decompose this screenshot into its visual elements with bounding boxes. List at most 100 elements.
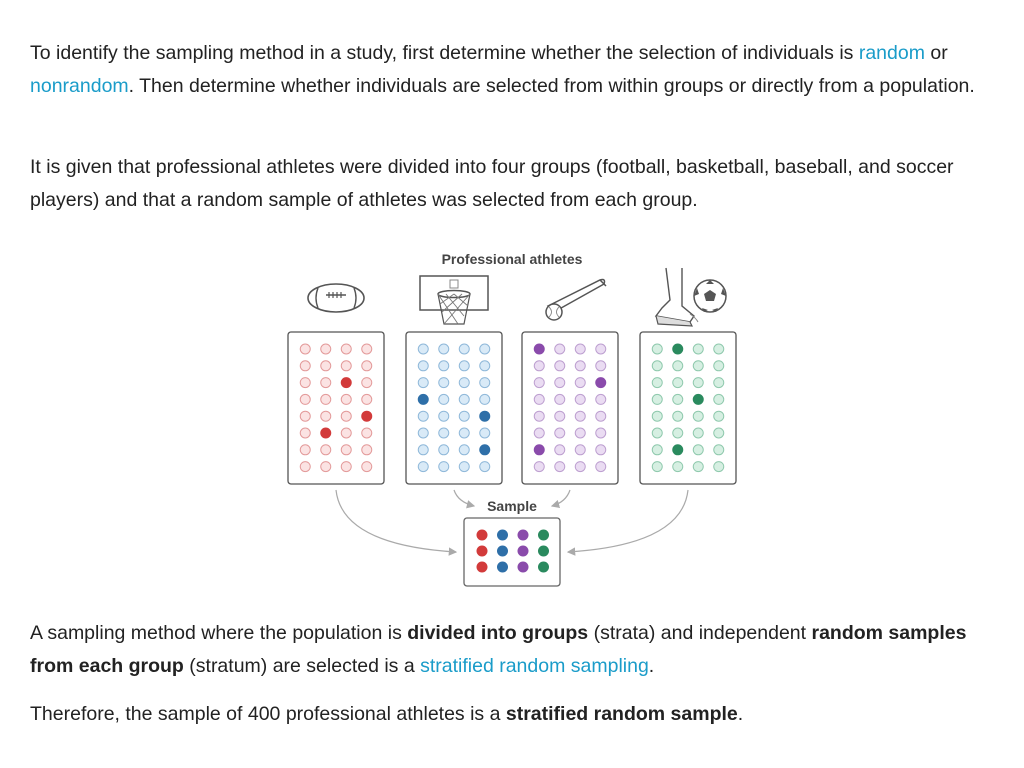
arrow-football [335, 489, 458, 556]
selected-dot-baseball [533, 343, 545, 355]
population-dot-soccer [651, 343, 663, 355]
group-box-football [287, 331, 385, 485]
population-dot-basketball [417, 377, 429, 389]
population-dot-football [361, 444, 373, 456]
population-dot-basketball [438, 343, 450, 355]
population-dot-football [340, 343, 352, 355]
population-dot-soccer [651, 393, 663, 405]
population-dot-basketball [417, 410, 429, 422]
population-dot-football [299, 393, 311, 405]
population-dot-baseball [554, 427, 566, 439]
definition-paragraph: A sampling method where the population i… [30, 617, 1000, 683]
population-dot-baseball [574, 444, 586, 456]
population-dot-basketball [458, 360, 470, 372]
given-paragraph: It is given that professional athletes w… [30, 156, 954, 211]
baseball-bat-icon [545, 278, 607, 321]
population-dot-football [361, 360, 373, 372]
population-dot-soccer [713, 377, 725, 389]
sample-dot-soccer [538, 561, 549, 573]
population-dot-basketball [458, 410, 470, 422]
population-dot-baseball [533, 393, 545, 405]
population-dot-football [320, 343, 332, 355]
population-dot-basketball [458, 377, 470, 389]
population-dot-soccer [692, 410, 704, 422]
def-text-d: (stratum) are selected is a [183, 655, 421, 677]
population-dot-baseball [595, 343, 607, 355]
conclusion-bold: stratified random sample [505, 703, 738, 725]
sample-dot-baseball [517, 561, 529, 573]
population-dot-basketball [438, 410, 450, 422]
population-dot-football [320, 360, 332, 372]
population-dot-basketball [479, 393, 491, 405]
population-dot-football [361, 343, 373, 355]
population-dot-football [299, 410, 311, 422]
population-dot-basketball [458, 427, 470, 439]
population-dot-baseball [595, 393, 607, 405]
arrow-basketball [453, 489, 476, 509]
intro-paragraph: To identify the sampling method in a stu… [30, 37, 1000, 103]
population-dot-soccer [672, 461, 684, 473]
population-dot-basketball [438, 444, 450, 456]
population-dot-baseball [554, 343, 566, 355]
population-dot-basketball [458, 461, 470, 473]
population-dot-baseball [533, 461, 545, 473]
football-icon [307, 283, 365, 313]
population-dot-soccer [692, 360, 704, 372]
population-dot-football [361, 461, 373, 473]
population-dot-baseball [533, 377, 545, 389]
population-dot-football [340, 360, 352, 372]
population-dot-baseball [595, 427, 607, 439]
population-dot-soccer [692, 427, 704, 439]
population-dot-baseball [533, 427, 545, 439]
selected-dot-football [320, 427, 332, 439]
population-dot-soccer [713, 360, 725, 372]
sample-dot-basketball [497, 561, 508, 573]
nonrandom-link[interactable]: nonrandom [30, 75, 129, 97]
population-dot-football [299, 444, 311, 456]
selected-dot-football [340, 377, 352, 389]
population-dot-basketball [458, 343, 470, 355]
population-dot-basketball [479, 377, 491, 389]
population-dot-football [299, 343, 311, 355]
population-dot-basketball [438, 360, 450, 372]
population-dot-basketball [417, 343, 429, 355]
sample-dot-football [476, 561, 488, 573]
population-dot-soccer [672, 427, 684, 439]
selected-dot-basketball [417, 393, 429, 405]
population-dot-soccer [651, 360, 663, 372]
population-dot-baseball [595, 444, 607, 456]
population-dot-football [299, 360, 311, 372]
def-bold-divided: divided into groups [407, 622, 589, 644]
selected-dot-soccer [672, 444, 684, 456]
population-dot-basketball [417, 360, 429, 372]
population-dot-soccer [672, 410, 684, 422]
sample-dot-football [476, 529, 488, 541]
sample-label: Sample [487, 498, 537, 514]
population-dot-football [320, 444, 332, 456]
stratified-random-sampling-link[interactable]: stratified random sampling [420, 655, 649, 677]
population-dot-soccer [713, 444, 725, 456]
population-dot-football [299, 461, 311, 473]
random-link[interactable]: random [858, 42, 925, 64]
population-dot-football [320, 377, 332, 389]
intro-text-b: or [924, 42, 948, 64]
group-box-basketball [405, 331, 503, 485]
selected-dot-football [361, 410, 373, 422]
population-dot-soccer [713, 393, 725, 405]
def-text-c: (strata) and independent [588, 622, 812, 644]
population-dot-football [320, 393, 332, 405]
group-box-soccer [639, 331, 737, 485]
selected-dot-basketball [479, 444, 491, 456]
population-dot-soccer [651, 377, 663, 389]
population-dot-baseball [554, 444, 566, 456]
population-dot-football [361, 377, 373, 389]
population-dot-soccer [651, 427, 663, 439]
def-bold-random-samples: random samples from each group [30, 622, 967, 677]
population-dot-baseball [574, 393, 586, 405]
population-dot-baseball [574, 360, 586, 372]
population-dot-basketball [417, 444, 429, 456]
population-dot-soccer [713, 461, 725, 473]
population-dot-football [320, 461, 332, 473]
soccer-ball-icon [654, 267, 727, 327]
population-dot-baseball [574, 343, 586, 355]
